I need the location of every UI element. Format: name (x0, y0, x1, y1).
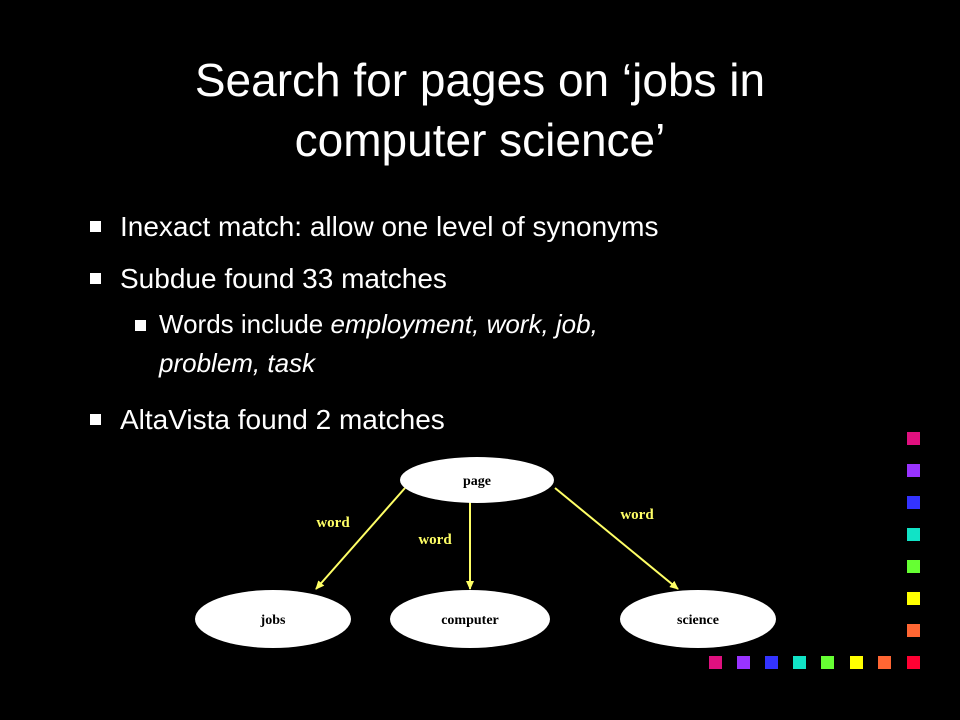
bullet-item: Inexact match: allow one level of synony… (120, 211, 659, 242)
bullet-item: AltaVista found 2 matches (120, 404, 445, 435)
decor-square (878, 656, 891, 669)
edge-label-science: word (620, 507, 654, 523)
node-jobs-label: jobs (260, 613, 286, 628)
decor-square (709, 656, 722, 669)
node-computer-label: computer (441, 613, 499, 628)
decor-square (907, 624, 920, 637)
decor-square (907, 656, 920, 669)
slide-title: Search for pages on ‘jobs in computer sc… (60, 50, 900, 170)
bullet-icon (90, 273, 101, 284)
title-line-1: Search for pages on ‘jobs in (194, 54, 766, 106)
node-page-label: page (463, 474, 491, 489)
sub-bullet-emphasis-1: employment, work, job, (330, 309, 598, 339)
bullet-icon (90, 414, 101, 425)
node-computer (390, 590, 550, 648)
edge-page-science (554, 487, 679, 590)
title-line-2: computer science’ (294, 114, 666, 166)
edge-label-computer: word (418, 532, 452, 548)
decor-square (850, 656, 863, 669)
decor-square (793, 656, 806, 669)
bullet-item: Subdue found 33 matches (120, 263, 447, 294)
sub-bullet-icon (135, 320, 146, 331)
node-science (620, 590, 776, 648)
decor-square (765, 656, 778, 669)
sub-bullet-continuation: problem, task (159, 348, 316, 378)
decor-square (821, 656, 834, 669)
sub-bullet-prefix: Words include (159, 309, 331, 339)
node-page (400, 457, 554, 503)
decor-square (907, 592, 920, 605)
sub-bullet-item: Words include employment, work, job, (159, 306, 598, 342)
node-science-label: science (677, 613, 719, 628)
node-jobs (195, 590, 351, 648)
decor-square (907, 464, 920, 477)
decor-square (737, 656, 750, 669)
decor-square (907, 432, 920, 445)
edge-label-jobs: word (316, 515, 350, 531)
edge-page-jobs (315, 487, 406, 590)
decor-square (907, 560, 920, 573)
bullet-icon (90, 221, 101, 232)
decor-square (907, 496, 920, 509)
decor-square (907, 528, 920, 541)
